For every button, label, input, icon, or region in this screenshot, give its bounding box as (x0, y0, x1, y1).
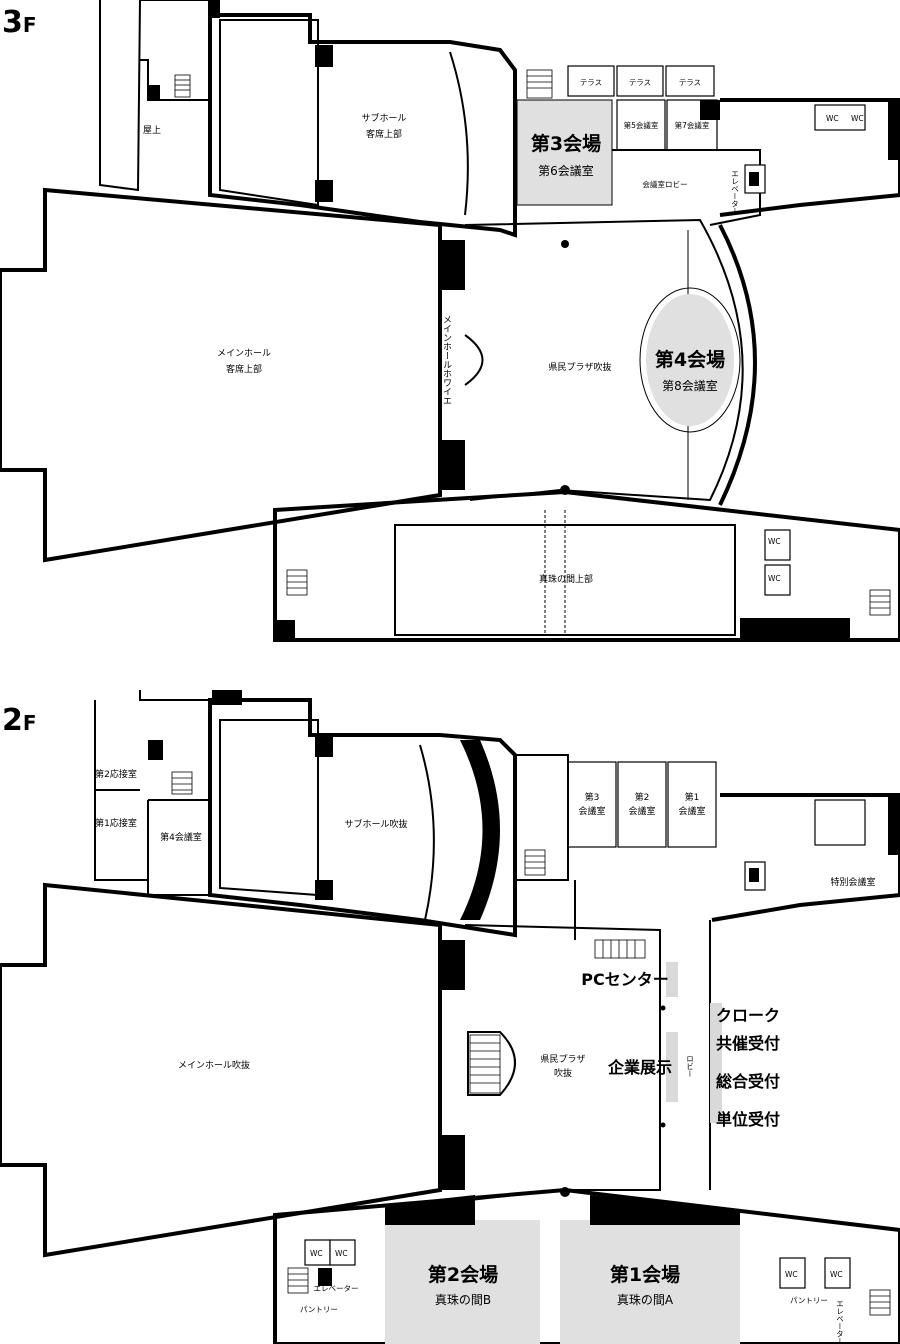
venue2-area (385, 1220, 540, 1344)
meeting-room-3 (567, 761, 617, 848)
venue1-area (560, 1220, 740, 1344)
sub-hall-label: サブホール (361, 112, 406, 124)
reception-room-2-label: 第2応接室 (95, 768, 137, 780)
reception-bar (710, 1003, 722, 1123)
terrace-1 (567, 65, 615, 97)
pearl-upper-label: 真珠の間上部 (539, 573, 593, 585)
meeting-room-1-num: 第1 (685, 791, 700, 803)
main-hall-3f-outline (0, 187, 442, 563)
elevator-3f-label: エレベーター (731, 170, 740, 215)
reception-block (94, 690, 211, 896)
wc-3f-2: WC (851, 114, 864, 123)
main-hall-seats-label: 客席上部 (226, 363, 262, 375)
elevator-right-label: エレベーター (836, 1300, 845, 1344)
wc-3f-1: WC (826, 114, 839, 123)
venue2-title: 第2会場 (428, 1263, 498, 1286)
meeting-room-3-label: 会議室 (578, 805, 605, 817)
service-block-2f (711, 793, 900, 922)
wc-3f-4: WC (768, 574, 781, 583)
service-block-3f (719, 98, 900, 217)
venue4-title: 第4会場 (655, 348, 725, 371)
meeting-room-2 (617, 761, 667, 848)
wc-2f-1: WC (310, 1249, 323, 1258)
cloak-label: クローク (716, 1006, 780, 1025)
meeting-room-4-label: 第4会議室 (160, 831, 202, 843)
main-hall-2f-outline (0, 882, 442, 1258)
terrace-3-label: テラス (679, 78, 701, 87)
meeting-room-1-label: 会議室 (678, 805, 705, 817)
venue1-room: 真珠の間A (617, 1293, 674, 1307)
exhibit-bar (666, 1032, 678, 1102)
sub-hall-seats-label: 客席上部 (366, 128, 402, 140)
sub-hall-curve (449, 51, 469, 216)
pc-center-bar (666, 962, 678, 997)
foyer-label: メインホールホワイエ (441, 315, 452, 405)
venue3-room: 第6会議室 (538, 163, 594, 178)
venue4-area (646, 294, 734, 426)
wc-3f-3: WC (768, 537, 781, 546)
sub-hall-3f-outline (208, 0, 517, 238)
venue3-title: 第3会場 (531, 132, 601, 155)
general-reception-label: 総合受付 (716, 1072, 780, 1091)
wc-2f-3: WC (785, 1270, 798, 1279)
rooftop-label: 屋上 (143, 125, 161, 136)
rooftop-outline (99, 0, 141, 192)
plaza-3f-label: 県民プラザ吹抜 (548, 361, 611, 373)
pearl-hall-upper-outline (273, 489, 900, 642)
floor-3f-label: 3F (2, 5, 37, 40)
meeting-lobby-label: 会議室ロビー (643, 179, 688, 189)
plaza-void-label: 県民プラザ (540, 1054, 585, 1065)
floor-2f: 2F (0, 690, 900, 1344)
floor-2f-label: 2F (2, 703, 37, 738)
corporate-exhibit-label: 企業展示 (607, 1058, 672, 1077)
meeting-room-7-label: 第7会議室 (675, 120, 710, 130)
meeting-room-1 (667, 761, 717, 848)
sub-hall-void-label: サブホール吹抜 (344, 818, 407, 830)
plaza-void-sub-label: 吹抜 (554, 1067, 572, 1079)
reception-room-1-label: 第1応接室 (95, 817, 137, 829)
lobby-2f-label: ロビー (686, 1055, 695, 1078)
terrace-1-label: テラス (580, 78, 602, 87)
elevator-left-label: エレベーター (314, 1284, 359, 1293)
terrace-3 (665, 65, 715, 97)
foyer-bump (464, 334, 484, 386)
venue1-title: 第1会場 (610, 1263, 680, 1286)
main-hall-label: メインホール (217, 348, 271, 359)
special-meeting-room-label: 特別会議室 (830, 876, 875, 888)
wc-2f-4: WC (830, 1270, 843, 1279)
co-host-reception-label: 共催受付 (716, 1034, 780, 1053)
main-hall-void-label: メインホール吹抜 (178, 1059, 250, 1071)
terrace-2 (616, 65, 664, 97)
pearl-hall-outline (273, 1187, 900, 1344)
meeting-room-5-label: 第5会議室 (624, 120, 659, 130)
floor-3f: 3F (0, 0, 900, 642)
meeting-room-3-num: 第3 (585, 791, 600, 803)
pc-center-label: PCセンター (581, 970, 668, 989)
plaza-curve (718, 224, 757, 506)
venue2-room: 真珠の間B (435, 1293, 491, 1307)
pantry-left-label: パントリー (300, 1305, 338, 1314)
rooftop-rooms (140, 0, 211, 101)
wc-2f-2: WC (335, 1249, 348, 1258)
venue3-area (517, 100, 612, 205)
meeting-room-2-num: 第2 (635, 791, 650, 803)
sub-hall-balcony (460, 740, 500, 920)
meeting-room-2-label: 会議室 (628, 805, 655, 817)
pantry-right-label: パントリー (790, 1296, 828, 1305)
venue4-room: 第8会議室 (662, 378, 718, 393)
unit-reception-label: 単位受付 (716, 1110, 780, 1129)
terrace-2-label: テラス (629, 78, 651, 87)
sub-hall-stage (219, 19, 319, 207)
